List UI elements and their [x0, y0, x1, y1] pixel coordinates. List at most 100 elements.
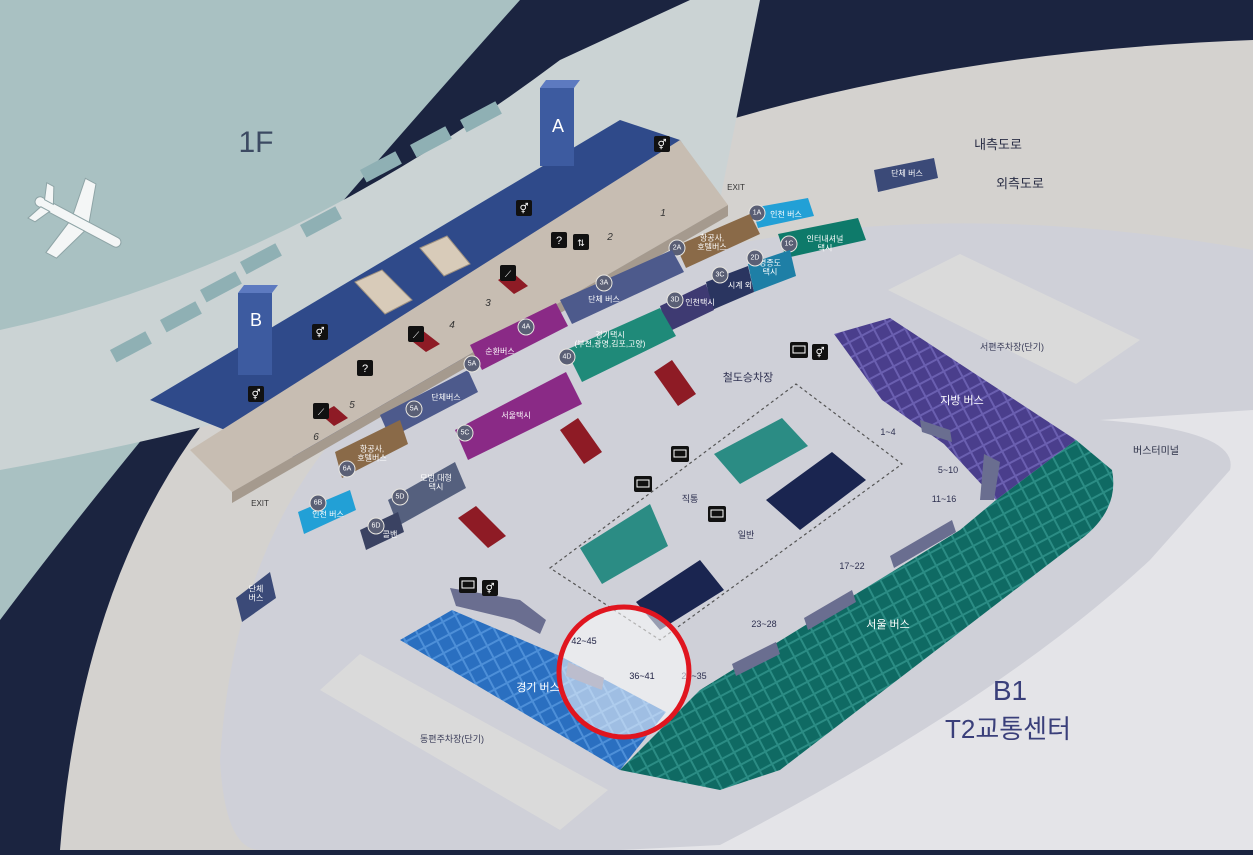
concourse-a[interactable]: A: [540, 80, 580, 166]
escalators: [354, 235, 471, 315]
restroom-icon: ⚥: [312, 324, 328, 340]
curb-2d-code: 2D: [751, 255, 760, 262]
bay-label: 29~35: [681, 671, 706, 681]
bus-terminal-label: 버스터미널: [1133, 445, 1179, 457]
concourse-b[interactable]: B: [238, 285, 278, 375]
group-bus-sign-label: 단체 버스: [891, 168, 923, 178]
svg-text:⟋: ⟋: [505, 269, 512, 279]
svg-text:?: ?: [362, 363, 368, 375]
east-parking-label: 동편주차장(단기): [420, 733, 484, 744]
curb-3d-code: 3D: [671, 297, 680, 304]
curb-3d[interactable]: 인천택시 3D: [660, 284, 715, 332]
ticket-icon: [708, 506, 726, 522]
rail-station[interactable]: 철도승차장 직통 일반: [548, 371, 904, 641]
outer-road-label: 외측도로: [996, 176, 1044, 191]
curb-6b[interactable]: 인천 버스 6B: [298, 490, 356, 534]
bay-label: 5~10: [938, 465, 958, 475]
escalator-icon: ⟋: [500, 265, 516, 281]
bay-label: 17~22: [839, 561, 864, 571]
inner-road-label: 내측도로: [974, 137, 1022, 152]
curb-3a-code: 3A: [600, 280, 609, 287]
curb-3c-code: 3C: [716, 272, 725, 279]
svg-text:⚥: ⚥: [657, 139, 666, 151]
airplane-icon: [27, 177, 122, 259]
seoul-bus-label: 서울 버스: [866, 618, 910, 631]
curb-1a[interactable]: 인천 버스 1A: [748, 198, 814, 228]
curb-5a-code: 5A: [468, 361, 477, 368]
svg-text:⚥: ⚥: [519, 203, 528, 215]
highlight-bay-label: 36~41: [629, 671, 654, 681]
restroom-icon: ⚥: [516, 200, 532, 216]
east-parking[interactable]: 동편주차장(단기): [320, 654, 608, 830]
curb-1a-code: 1A: [753, 210, 762, 217]
curb-3c[interactable]: 시계 외 3C: [706, 266, 754, 310]
curb-6a[interactable]: 항공사,호텔버스 6A: [335, 420, 408, 478]
curb-5c[interactable]: 서울택시 5C: [455, 372, 582, 460]
highlight-circle: [556, 604, 692, 740]
floor-b1-code: B1: [993, 675, 1027, 706]
curb-3c-label: 시계 외: [728, 280, 752, 290]
svg-text:⟋: ⟋: [318, 407, 325, 417]
curb-1c-code: 1C: [785, 241, 794, 248]
ticket-icon: [459, 577, 477, 593]
info-icon: ?: [551, 232, 567, 248]
curb-lane-1: 인천 버스 1A 항공사,호텔버스 2A 단체 버스 3A 순환버스 4A 단체…: [298, 198, 814, 534]
curb-4d-code: 4D: [563, 354, 572, 361]
svg-text:?: ?: [556, 235, 562, 247]
elevator-icon: ⇅: [573, 234, 589, 250]
concourse-b-label: B: [250, 310, 262, 330]
curb-6b-label: 인천 버스: [312, 509, 344, 519]
gyeonggi-bus-label: 경기 버스: [516, 681, 560, 694]
curb-3a-label: 단체 버스: [588, 294, 620, 304]
west-parking[interactable]: 서편주차장(단기): [888, 254, 1140, 384]
floor-b1-name: T2교통센터: [945, 714, 1071, 744]
exit-label-top: EXIT: [727, 183, 745, 192]
curb-4d-label: 경기택시(부천,광명,김포,고양): [575, 330, 646, 349]
curb-5d-code: 5D: [396, 494, 405, 501]
gate-number: 6: [313, 432, 319, 443]
curb-5a[interactable]: 단체버스 5A: [380, 355, 481, 438]
west-parking-label: 서편주차장(단기): [980, 341, 1044, 352]
gate-numbers: 1 2 3 4 5 6: [313, 208, 666, 443]
escalator-icon: ⟋: [313, 403, 329, 419]
curb-3d-label: 인천택시: [685, 297, 714, 307]
ticket-icon: [634, 476, 652, 492]
curb-6d-code: 6D: [372, 523, 381, 530]
curb-1a-label: 인천 버스: [770, 209, 802, 219]
curb-6d[interactable]: 콜밴 6D: [360, 512, 404, 550]
curb-5a-badge: 5A: [405, 400, 423, 418]
svg-text:⟋: ⟋: [413, 330, 420, 340]
curb-3a[interactable]: 단체 버스 3A: [560, 250, 684, 324]
curb-4d[interactable]: 경기택시(부천,광명,김포,고양) 4D: [558, 308, 676, 382]
seoul-bus-zone[interactable]: 서울 버스: [620, 440, 1114, 790]
direct-label: 직통: [682, 494, 699, 504]
curb-6b-code: 6B: [314, 500, 323, 507]
general-label: 일반: [738, 530, 755, 540]
svg-text:⚥: ⚥: [815, 347, 824, 359]
terminal-windows: [110, 101, 502, 363]
curb-2a-code: 2A: [673, 245, 682, 252]
curb-6d-label: 콜밴: [383, 530, 398, 539]
curb-4a[interactable]: 순환버스 4A: [470, 303, 568, 370]
svg-text:⚥: ⚥: [251, 389, 260, 401]
svg-text:⚥: ⚥: [315, 327, 324, 339]
curb-4a-label: 순환버스: [485, 346, 514, 356]
curb-6a-label: 항공사,호텔버스: [357, 445, 386, 463]
curb-5a-label: 단체버스: [431, 392, 460, 402]
group-bus-sign-top[interactable]: 단체 버스: [874, 158, 938, 192]
restroom-icon: ⚥: [248, 386, 264, 402]
gate-number: 5: [349, 400, 355, 411]
floor-1f-label: 1F: [238, 126, 273, 159]
curb-2a-label: 항공사,호텔버스: [697, 234, 726, 252]
b1-outer-rim: [620, 410, 1253, 850]
regional-bus-zone[interactable]: 지방 버스: [834, 318, 1076, 500]
svg-text:⚥: ⚥: [485, 583, 494, 595]
gate-number: 1: [660, 208, 666, 219]
restroom-icon: ⚥: [654, 136, 670, 152]
